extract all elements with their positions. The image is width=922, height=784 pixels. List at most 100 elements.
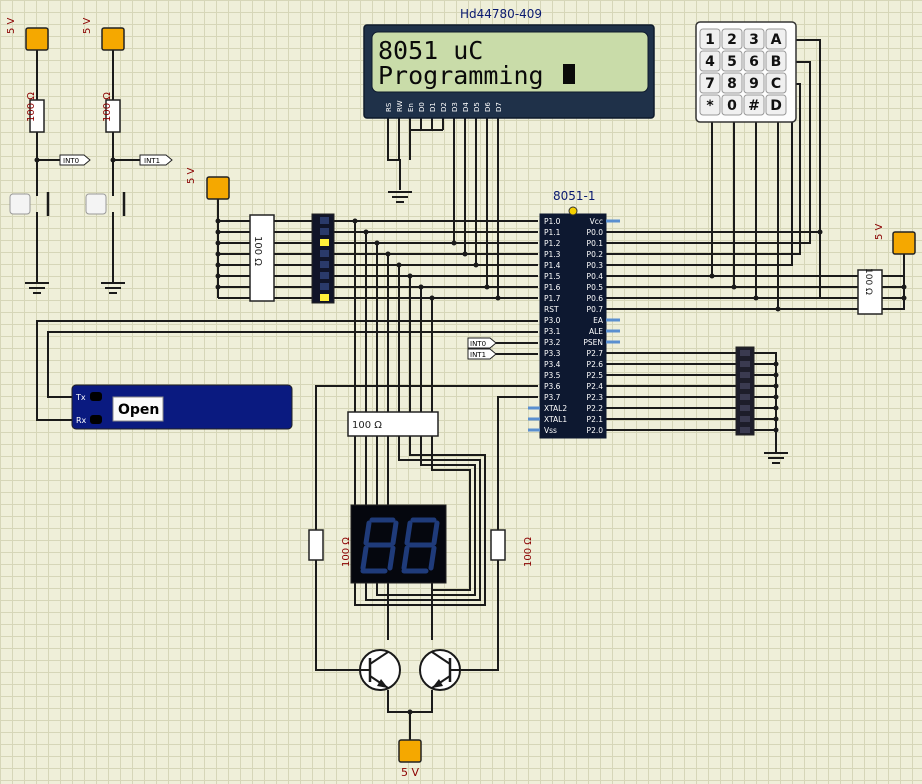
mcu-pin-ale: ALE: [589, 327, 603, 336]
mcu-pin-p0-0: P0.0: [587, 228, 604, 237]
mcu-pin-p1-2: P1.2: [544, 239, 561, 248]
resistor-q2[interactable]: 100 Ω: [490, 529, 534, 567]
resistor-array-keypad[interactable]: 100 Ω: [857, 268, 883, 315]
mcu-pin-p0-7: P0.7: [587, 305, 604, 314]
wires: [36, 39, 905, 740]
mcu-pin-p2-6: P2.6: [587, 360, 604, 369]
mcu-right-pins: VccP0.0P0.1P0.2P0.3P0.4P0.5P0.6P0.7EAALE…: [583, 217, 620, 435]
mcu-pin-p1-0: P1.0: [544, 217, 561, 226]
keypad-key-1[interactable]: 1: [699, 28, 721, 50]
resistor-int1-label: 100 Ω: [102, 92, 113, 122]
serial-terminal[interactable]: Tx Rx Open: [71, 384, 293, 430]
transistor-q2[interactable]: [419, 649, 461, 691]
keypad-key-3[interactable]: 3: [743, 28, 765, 50]
resistor-array-led[interactable]: 100 Ω: [249, 214, 275, 302]
mcu-pin-p0-2: P0.2: [587, 250, 604, 259]
mcu-pin-p3-1: P3.1: [544, 327, 561, 336]
pushbutton-int1[interactable]: [85, 192, 126, 216]
mcu-8051[interactable]: 8051-1 P1.0P1.1P1.2P1.3P1.4P1.5P1.6P1.7R…: [528, 189, 620, 439]
int1-tag-left: INT1: [139, 154, 173, 166]
serial-open-button[interactable]: Open: [112, 396, 164, 422]
resistor-array-led-label: 100 Ω: [252, 236, 263, 266]
mcu-title: 8051-1: [553, 189, 596, 203]
mcu-pin-p3-2: P3.2: [544, 338, 561, 347]
mcu-pin-p2-0: P2.0: [587, 426, 604, 435]
keypad-key-*[interactable]: *: [699, 94, 721, 116]
keypad-key-A[interactable]: A: [765, 28, 787, 50]
mcu-pin-p1-1: P1.1: [544, 228, 561, 237]
lcd-pin-rs: RS: [385, 102, 393, 112]
ground-dip: [764, 452, 788, 464]
mcu-pin-p2-2: P2.2: [587, 404, 604, 413]
serial-tx-label: Tx: [75, 393, 86, 402]
ground-left-2: [101, 282, 125, 294]
keypad-key-4[interactable]: 4: [699, 50, 721, 72]
mcu-pin-vss: Vss: [544, 426, 557, 435]
keypad-key-label: 3: [749, 32, 759, 48]
resistor-q2-label: 100 Ω: [523, 537, 534, 567]
resistor-int0-label: 100 Ω: [26, 92, 37, 122]
lcd-pin-d2: D2: [440, 102, 448, 112]
keypad-key-6[interactable]: 6: [743, 50, 765, 72]
source-5v-5-label: 5 V: [401, 766, 419, 779]
serial-open-label: Open: [118, 402, 159, 418]
keypad-key-2[interactable]: 2: [721, 28, 743, 50]
keypad-key-label: D: [770, 98, 782, 114]
svg-text:INT0: INT0: [63, 157, 79, 165]
lcd-pin-d7: D7: [495, 102, 503, 112]
keypad-key-5[interactable]: 5: [721, 50, 743, 72]
keypad-key-C[interactable]: C: [765, 72, 787, 94]
lcd-pin-d0: D0: [418, 102, 426, 112]
keypad-key-label: #: [748, 98, 760, 114]
resistor-int1[interactable]: 100 Ω: [102, 92, 121, 133]
source-5v-1[interactable]: 5 V: [6, 17, 49, 51]
source-5v-3[interactable]: 5 V: [186, 167, 230, 200]
lcd-pin-en: En: [407, 103, 415, 112]
mcu-pin-p3-0: P3.0: [544, 316, 561, 325]
lcd-pin-d4: D4: [462, 102, 470, 112]
keypad-key-0[interactable]: 0: [721, 94, 743, 116]
keypad-key-8[interactable]: 8: [721, 72, 743, 94]
keypad-key-#[interactable]: #: [743, 94, 765, 116]
mcu-pin-xtal1: XTAL1: [544, 415, 567, 424]
keypad-key-D[interactable]: D: [765, 94, 787, 116]
source-5v-2[interactable]: 5 V: [82, 17, 125, 51]
source-5v-1-label: 5 V: [6, 17, 17, 34]
dip-switch[interactable]: [735, 346, 755, 436]
keypad-key-label: 9: [749, 76, 759, 92]
resistor-q1[interactable]: 100 Ω: [308, 529, 352, 567]
mcu-pin-ea: EA: [593, 316, 604, 325]
lcd-line-1: 8051 uC: [378, 36, 483, 65]
source-5v-5[interactable]: 5 V: [398, 739, 422, 779]
lcd-line-2: Programming: [378, 61, 544, 90]
keypad-key-9[interactable]: 9: [743, 72, 765, 94]
svg-text:INT1: INT1: [144, 157, 160, 165]
seven-segment-display: [350, 504, 447, 584]
junctions: [34, 157, 907, 715]
resistor-array-keypad-label: 100 Ω: [863, 268, 873, 295]
resistor-array-7seg[interactable]: 100 Ω: [347, 411, 439, 437]
mcu-pin-p1-3: P1.3: [544, 250, 561, 259]
mcu-pin-psen: PSEN: [583, 338, 603, 347]
lcd-pin-d5: D5: [473, 102, 481, 112]
keypad-key-label: 8: [727, 76, 737, 92]
ground-lcd: [388, 191, 412, 203]
keypad-key-label: 7: [705, 76, 715, 92]
transistor-q1[interactable]: [359, 649, 401, 691]
mcu-pin-p0-1: P0.1: [587, 239, 604, 248]
pushbutton-int0[interactable]: [9, 192, 50, 216]
mcu-pin-p0-5: P0.5: [587, 283, 604, 292]
mcu-pin-p2-1: P2.1: [587, 415, 604, 424]
mcu-pin-p2-3: P2.3: [587, 393, 604, 402]
keypad-key-label: 4: [705, 54, 715, 70]
keypad-key-B[interactable]: B: [765, 50, 787, 72]
led-bargraph: [311, 213, 335, 304]
source-5v-4[interactable]: 5 V: [874, 223, 916, 255]
resistor-int0[interactable]: 100 Ω: [26, 92, 45, 133]
mcu-pin-p2-7: P2.7: [587, 349, 604, 358]
mcu-pin-p3-7: P3.7: [544, 393, 561, 402]
keypad-key-7[interactable]: 7: [699, 72, 721, 94]
